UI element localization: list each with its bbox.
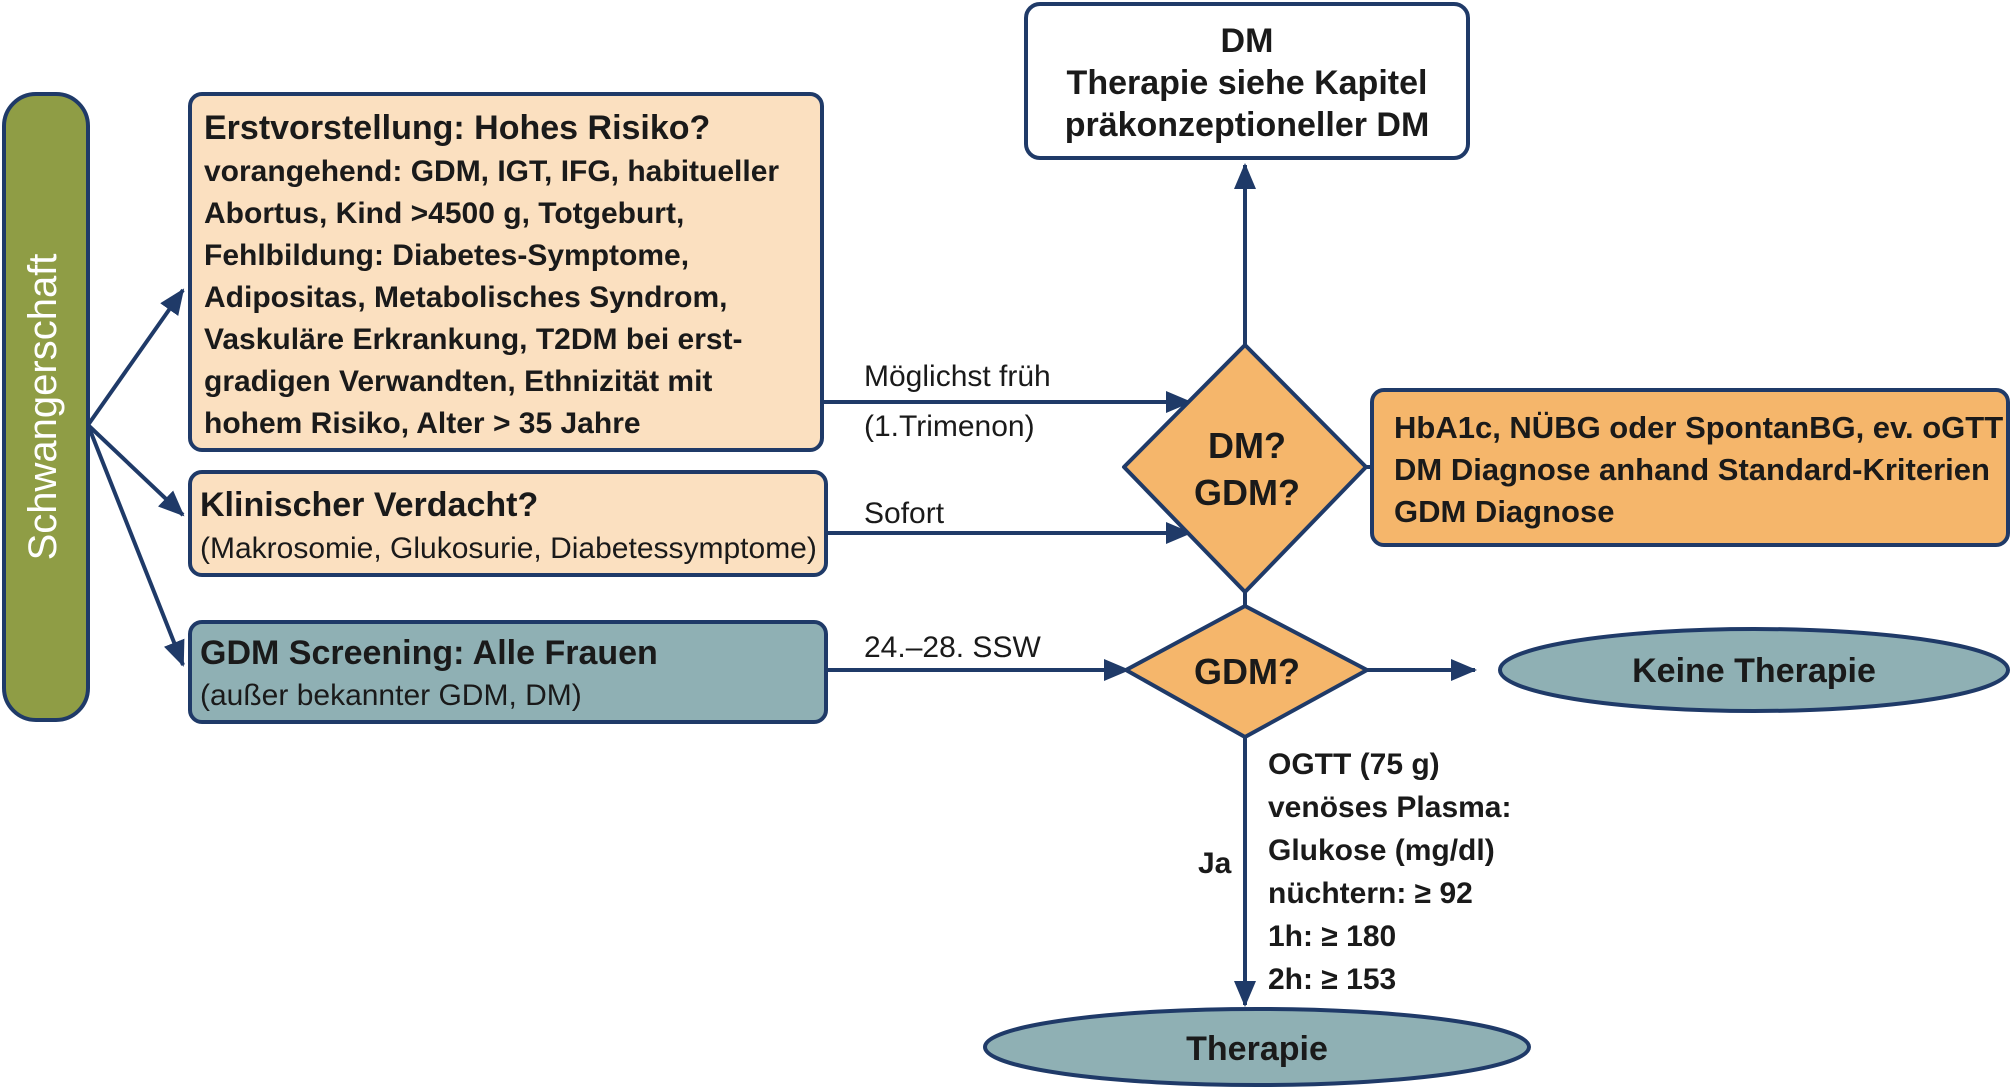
ogtt-criteria-line: venöses Plasma: <box>1268 791 1511 824</box>
outcome-therapy: Therapie <box>983 1007 1531 1087</box>
clinical-suspicion-subtitle: (Makrosomie, Glukosurie, Diabetessymptom… <box>200 532 817 565</box>
diagnostics-box-shape <box>1370 388 2010 547</box>
clinical-suspicion-box: Klinischer Verdacht? (Makrosomie, Glukos… <box>188 470 828 577</box>
decision-gdm: GDM? <box>1124 604 1369 739</box>
clinical-suspicion-box-shape <box>188 470 828 577</box>
first-visit-line: Abortus, Kind >4500 g, Totgeburt, <box>204 197 684 230</box>
diagnostics-line: DM Diagnose anhand Standard-Kriterien <box>1394 452 1990 487</box>
decision-dm-gdm: DM? GDM? <box>1122 343 1368 594</box>
dm-box-line: präkonzeptioneller DM <box>1065 106 1430 144</box>
decision-dm-gdm-line: GDM? <box>1194 472 1300 513</box>
first-visit-line: Vaskuläre Erkrankung, T2DM bei erst- <box>204 323 743 356</box>
diagnostics-line: GDM Diagnose <box>1394 494 1614 529</box>
connectors <box>86 163 1477 1007</box>
outcome-therapy-shape <box>983 1007 1531 1087</box>
first-visit-line: gradigen Verwandten, Ethnizität mit <box>204 365 712 398</box>
screening-box-shape <box>188 620 828 724</box>
dm-box-line: Therapie siehe Kapitel <box>1067 64 1428 102</box>
outcome-no-therapy-label: Keine Therapie <box>1632 652 1876 690</box>
dm-box: DM Therapie siehe Kapitel präkonzeptione… <box>1024 2 1470 160</box>
diagnostics-box: HbA1c, NÜBG oder SpontanBG, ev. oGTT DM … <box>1370 388 2010 547</box>
ogtt-criteria-line: 1h: ≥ 180 <box>1268 920 1396 953</box>
arrow-to-screening <box>86 424 185 667</box>
edge-label-immediately: Sofort <box>864 497 945 530</box>
outcome-therapy-label: Therapie <box>1186 1030 1328 1068</box>
first-visit-box-shape <box>188 92 824 452</box>
ogtt-criteria-line: 2h: ≥ 153 <box>1268 963 1396 996</box>
screening-box: GDM Screening: Alle Frauen (außer bekann… <box>188 620 828 724</box>
edge-label-weeks: 24.–28. SSW <box>864 631 1041 664</box>
edge-label-early: Möglichst früh <box>864 360 1051 393</box>
ogtt-criteria-line: OGTT (75 g) <box>1268 748 1440 781</box>
ogtt-criteria-line: nüchtern: ≥ 92 <box>1268 877 1473 910</box>
dm-box-line: DM <box>1221 22 1274 60</box>
pregnancy-bar-shape <box>2 92 90 722</box>
decision-dm-gdm-shape <box>1122 343 1368 594</box>
screening-title: GDM Screening: Alle Frauen <box>200 634 658 672</box>
ogtt-criteria: OGTT (75 g) venöses Plasma: Glukose (mg/… <box>1268 748 1511 996</box>
pregnancy-bar-label: Schwangerschaft <box>21 254 65 561</box>
edge-label-first-trimester: (1.Trimenon) <box>864 410 1035 443</box>
outcome-no-therapy-shape <box>1498 627 2010 713</box>
ogtt-criteria-line: Glukose (mg/dl) <box>1268 834 1495 867</box>
pregnancy-bar: Schwangerschaft <box>2 92 90 722</box>
first-visit-line: vorangehend: GDM, IGT, IFG, habitueller <box>204 155 779 188</box>
clinical-suspicion-title: Klinischer Verdacht? <box>200 486 538 524</box>
edge-label-yes: Ja <box>1198 847 1232 880</box>
first-visit-line: hohem Risiko, Alter > 35 Jahre <box>204 407 641 440</box>
first-visit-line: Adipositas, Metabolisches Syndrom, <box>204 281 727 314</box>
first-visit-title: Erstvorstellung: Hohes Risiko? <box>204 109 710 147</box>
diagnostics-line: HbA1c, NÜBG oder SpontanBG, ev. oGTT <box>1394 410 2003 445</box>
outcome-no-therapy: Keine Therapie <box>1498 627 2010 713</box>
first-visit-box: Erstvorstellung: Hohes Risiko? vorangehe… <box>188 92 824 452</box>
decision-gdm-shape <box>1124 604 1369 739</box>
screening-subtitle: (außer bekannter GDM, DM) <box>200 679 582 712</box>
decision-gdm-label: GDM? <box>1194 651 1300 692</box>
decision-dm-gdm-line: DM? <box>1208 425 1286 466</box>
arrow-to-clinical <box>86 423 185 517</box>
arrow-to-first-visit <box>86 288 185 427</box>
dm-box-shape <box>1024 2 1470 160</box>
first-visit-line: Fehlbildung: Diabetes-Symptome, <box>204 239 689 272</box>
